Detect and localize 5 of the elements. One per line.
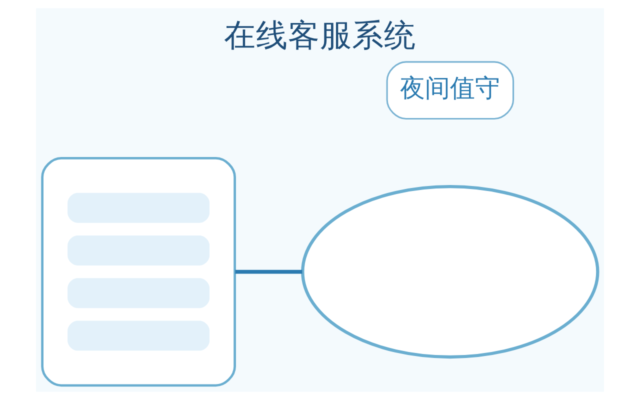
node-box bbox=[41, 157, 236, 387]
node-box: 夜间值守 bbox=[386, 61, 514, 120]
node-cloud bbox=[301, 185, 600, 359]
connector bbox=[235, 270, 302, 274]
diagram-title: 在线客服系统 bbox=[224, 18, 416, 54]
